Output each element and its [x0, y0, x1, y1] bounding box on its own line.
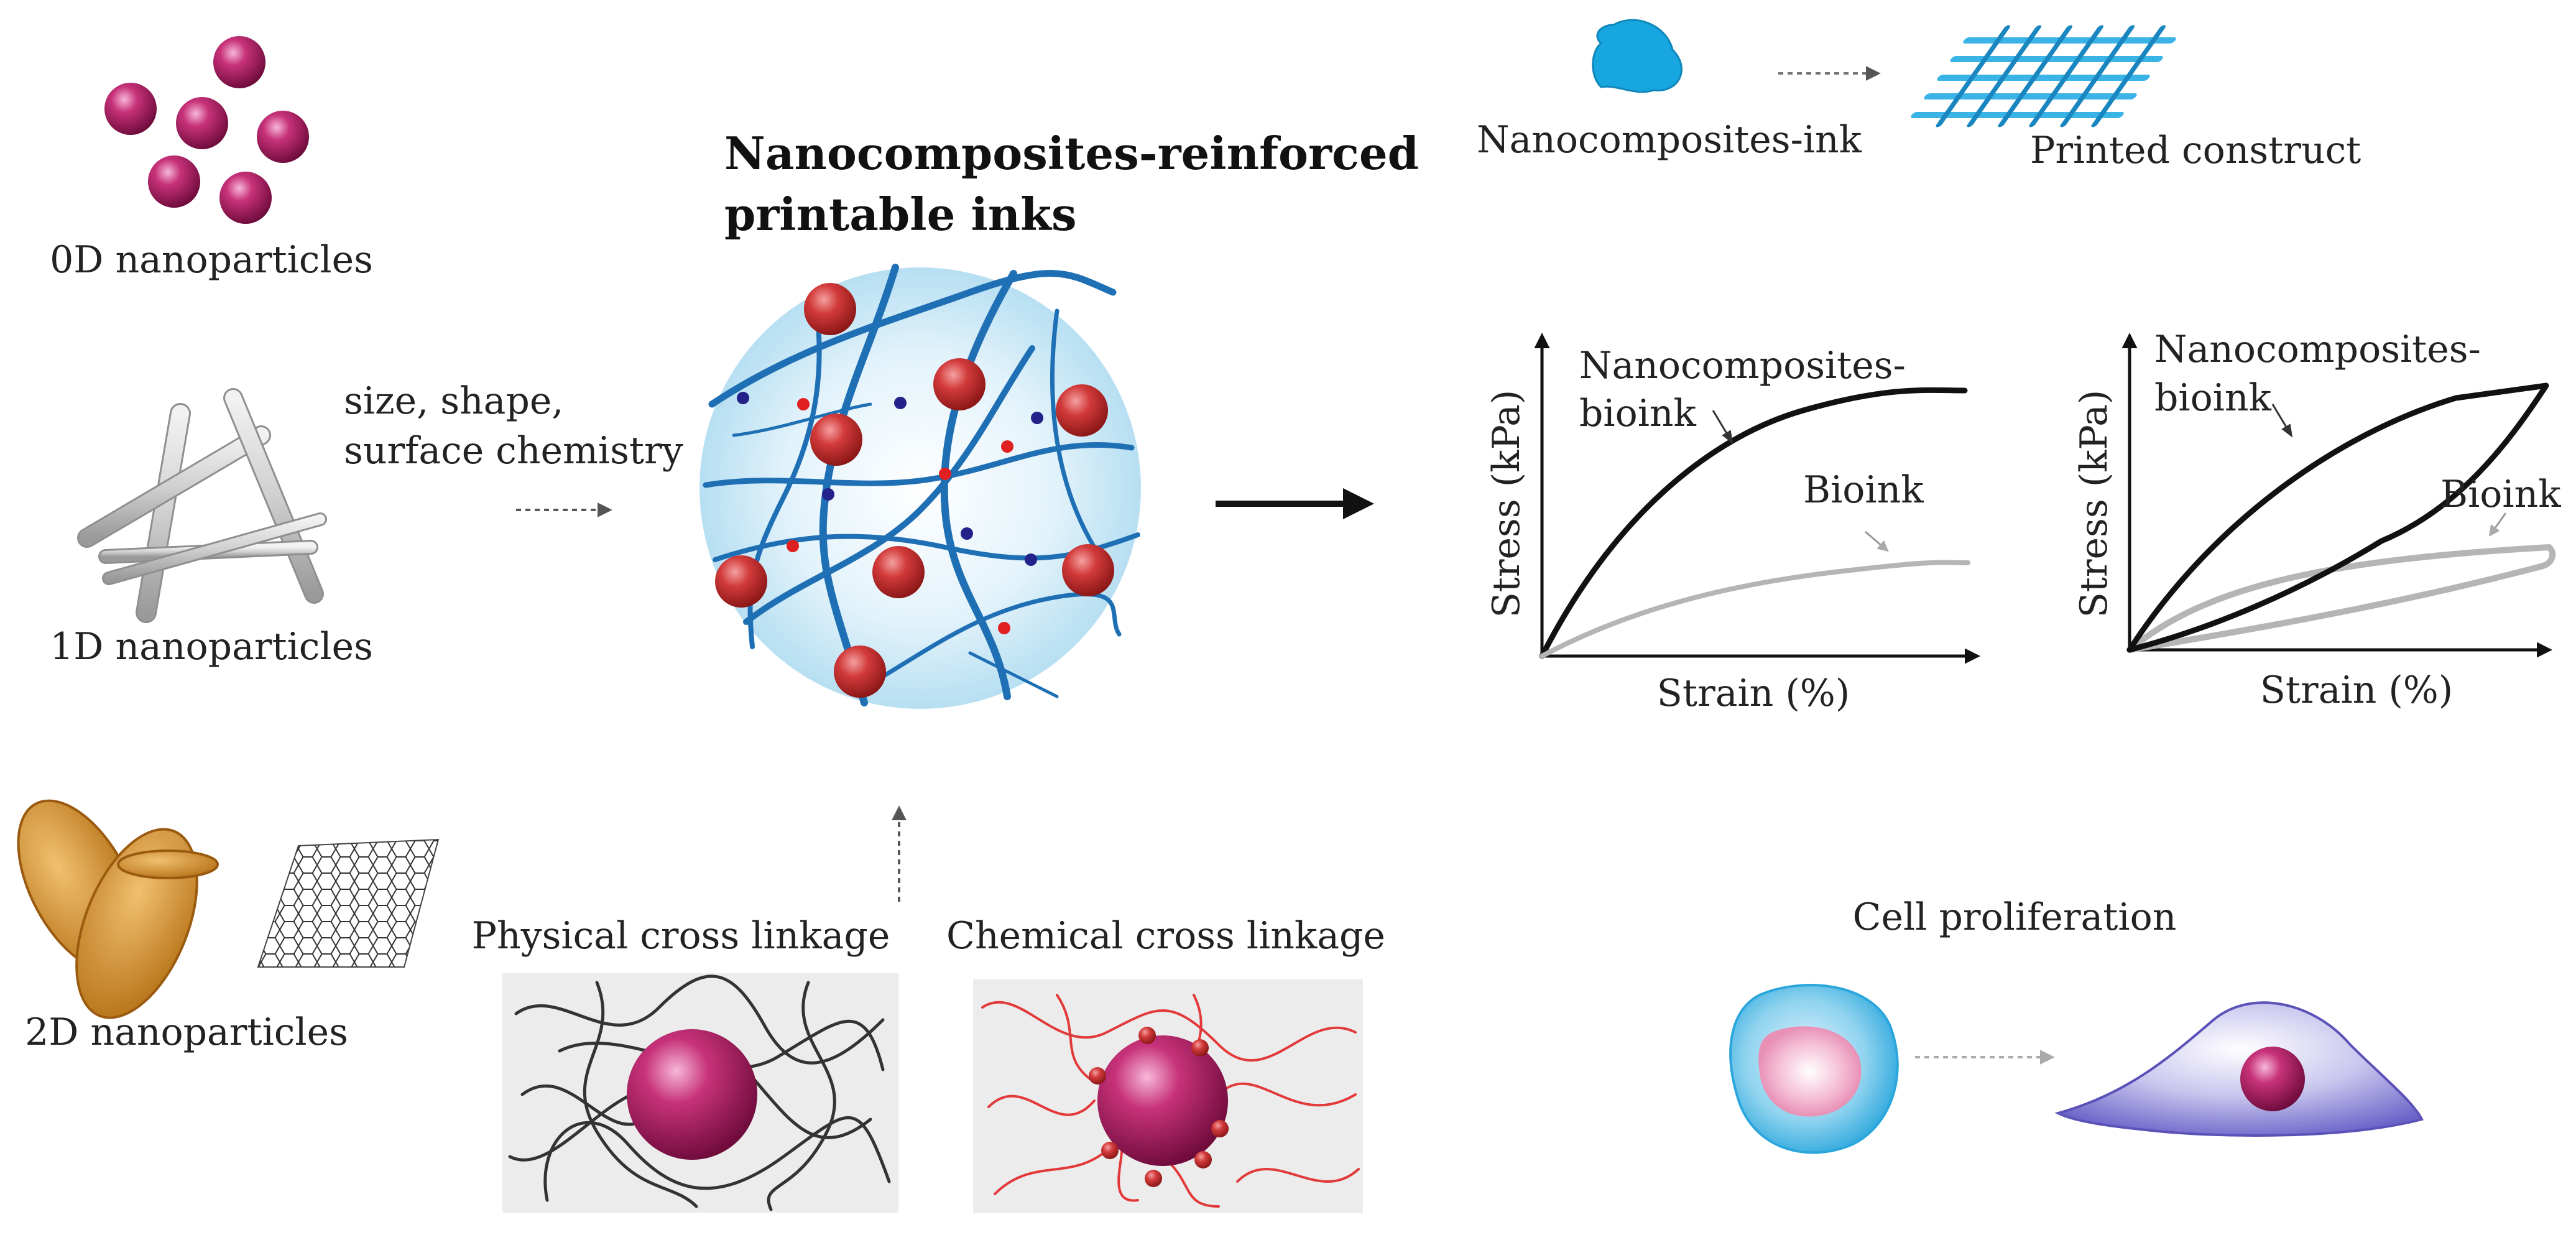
polymer-fibers — [703, 264, 1140, 706]
chart2-nano-label-line2: bioink — [2154, 376, 2272, 420]
two-d-label: 2D nanoparticles — [25, 1011, 348, 1054]
tuning-label-line1: size, shape, — [344, 379, 563, 423]
printed-construct-icon — [1911, 25, 2176, 127]
nanoparticle-sphere — [213, 36, 265, 88]
embedded-nanoparticles — [715, 283, 1114, 698]
chemical-polymer-strands — [981, 994, 1360, 1208]
chart2-bioink-loop — [2126, 544, 2556, 653]
physical-core-particle — [627, 1029, 757, 1160]
nanocomposite-sphere — [699, 264, 1141, 709]
nanoplatelet — [117, 849, 219, 879]
chart1-nano-pointer — [1712, 410, 1733, 444]
ink-blob-icon — [1592, 19, 1683, 93]
chart2-nano-pointer — [2271, 404, 2293, 438]
chart1-nano-label-line1: Nanocomposites- — [1579, 344, 1906, 387]
chart1-nanocomposite-curve — [1539, 387, 1968, 659]
chart1-bio-pointer — [1865, 530, 1889, 552]
tuning-label-line2: surface chemistry — [344, 429, 683, 473]
chart1-bioink-curve — [1540, 560, 1970, 659]
chemical-core-particle — [1097, 1035, 1228, 1166]
graphene-sheet — [257, 838, 440, 968]
stress-strain-chart-1: Nanocomposites- bioink Bioink Strain (%)… — [1485, 333, 1980, 715]
chemical-bond-beads — [1089, 1027, 1229, 1187]
stress-strain-chart-2: Nanocomposites- bioink Bioink Strain (%)… — [2072, 328, 2561, 712]
chart1-bio-label: Bioink — [1803, 468, 1924, 512]
chart1-nano-label-line2: bioink — [1579, 392, 1697, 435]
zero-d-label: 0D nanoparticles — [50, 238, 373, 282]
physical-crosslink-panel — [502, 973, 898, 1213]
chart2-x-label: Strain (%) — [2260, 669, 2453, 712]
physical-crosslink-label: Physical cross linkage — [472, 914, 890, 958]
chart2-y-label: Stress (kPa) — [2072, 390, 2116, 618]
chart1-y-label: Stress (kPa) — [1485, 390, 1528, 618]
two-d-nanoparticles — [17, 799, 440, 1019]
one-d-label: 1D nanoparticles — [50, 625, 373, 669]
chart2-nanocomposite-loop — [2126, 382, 2549, 653]
title-line1: Nanocomposites-reinforced — [724, 127, 1419, 180]
zero-d-nanoparticles — [104, 36, 309, 224]
round-cell — [1729, 984, 1899, 1154]
chemical-crosslink-label: Chemical cross linkage — [946, 914, 1385, 958]
nanoparticle-sphere — [219, 172, 272, 224]
title-line2: printable inks — [724, 188, 1077, 241]
nanoparticle-sphere — [176, 97, 228, 149]
chart2-bio-label: Bioink — [2440, 473, 2561, 516]
construct-label: Printed construct — [2030, 129, 2361, 172]
chart1-x-label: Strain (%) — [1657, 672, 1850, 715]
cell-proliferation-label: Cell proliferation — [1853, 895, 2177, 939]
nanoparticle-sphere — [148, 155, 200, 208]
one-d-nanoparticles — [77, 388, 327, 623]
chart2-nano-label-line1: Nanocomposites- — [2154, 328, 2481, 371]
chart2-bio-pointer — [2488, 512, 2507, 537]
spread-cell — [2054, 1001, 2424, 1137]
nanoparticle-sphere — [257, 111, 309, 163]
ink-label: Nanocomposites-ink — [1477, 118, 1862, 162]
hydrogel-sphere — [699, 267, 1141, 709]
chemical-crosslink-panel — [973, 979, 1363, 1213]
nanoparticle-sphere — [104, 83, 157, 135]
crosslink-dots — [737, 392, 1043, 634]
